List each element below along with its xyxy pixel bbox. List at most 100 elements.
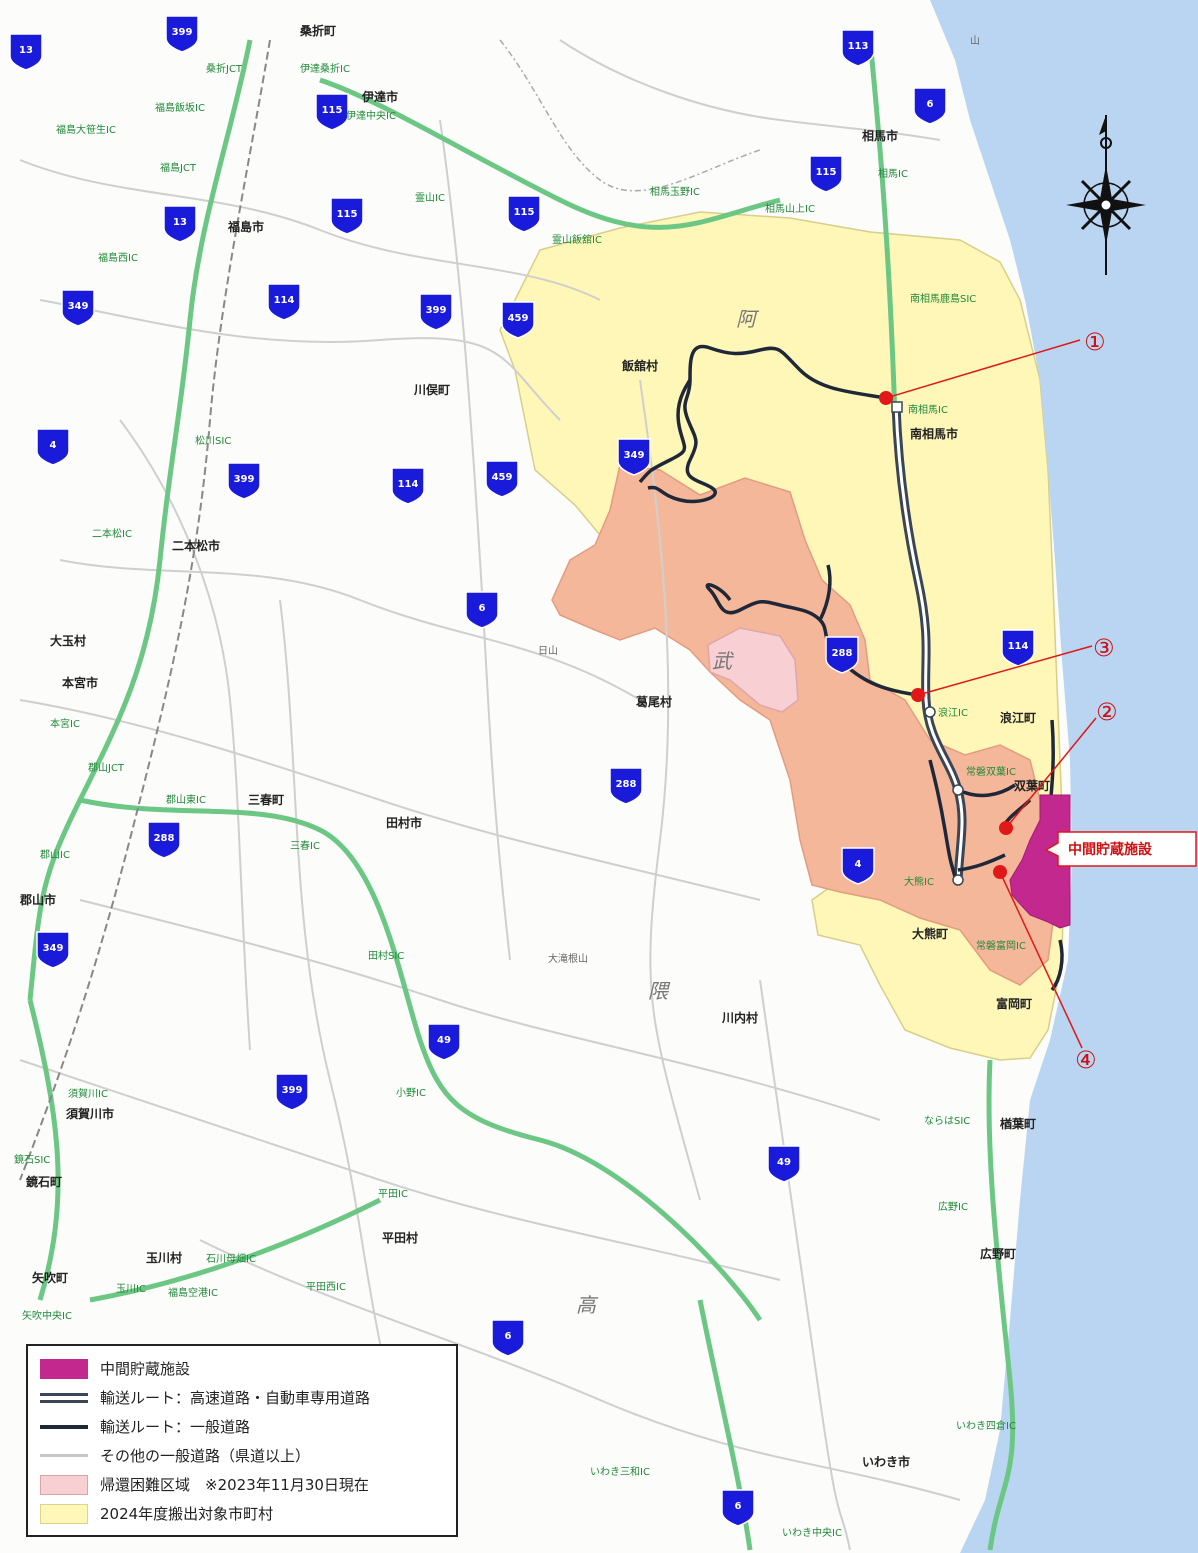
ic-okuma: 大熊IC: [904, 875, 934, 888]
interchange-markers: [891, 401, 964, 886]
label-soma: 相馬市: [862, 128, 898, 143]
label-hirono: 広野町: [980, 1246, 1016, 1261]
ic-koori-jct: 桑折JCT: [206, 62, 243, 75]
route-shield-349: 349: [36, 931, 70, 969]
highway-route-inner: [894, 404, 964, 883]
ic-soma: 相馬IC: [878, 167, 908, 180]
route-shield-number: 114: [1008, 641, 1029, 652]
railway: [19, 39, 271, 1181]
marker-1-label: ①: [1084, 328, 1106, 356]
route-shield-399: 399: [275, 1073, 309, 1111]
ic-matsukawa: 松川SIC: [195, 434, 231, 447]
ic-labels: 桑折JCT 伊達桑折IC 伊達中央IC 福島飯坂IC 福島大笹生IC 福島JCT…: [14, 62, 1026, 1539]
ic-tamura: 田村SIC: [368, 949, 404, 962]
route-shield-number: 399: [172, 27, 193, 38]
sea: [930, 0, 1198, 1553]
route-shield-6: 6: [491, 1319, 525, 1357]
label-miharu: 三春町: [248, 792, 284, 807]
ic-fukushima-kuko: 福島空港IC: [168, 1286, 218, 1299]
route-shield-115: 115: [315, 93, 349, 131]
route-shield-number: 399: [426, 305, 447, 316]
label-nihonmatsu: 二本松市: [172, 538, 220, 553]
route-shield-6: 6: [913, 87, 947, 125]
legend-row-general: 輸送ルート：一般道路: [40, 1412, 444, 1441]
marker-2-label: ②: [1096, 698, 1118, 726]
route-shield-49: 49: [427, 1023, 461, 1061]
label-namie: 浪江町: [1000, 710, 1036, 725]
label-iitate: 飯舘村: [621, 358, 658, 373]
route-shield-number: 349: [624, 450, 645, 461]
label-abukuma-4: 高: [576, 1293, 599, 1317]
difficult-zone: [707, 627, 799, 713]
label-fukushima: 福島市: [227, 219, 264, 234]
ic-hirata-nishi: 平田西IC: [306, 1282, 346, 1293]
route-shield-number: 115: [514, 207, 535, 218]
ic-hirono: 広野IC: [938, 1200, 968, 1213]
salmon-zone: [551, 464, 1057, 986]
ic-iwaki-miwa: いわき三和IC: [590, 1466, 650, 1478]
legend-row-highway: 輸送ルート：高速道路・自動車専用道路: [40, 1383, 444, 1412]
route-shield-288: 288: [609, 767, 643, 805]
label-tamura: 田村市: [386, 815, 422, 830]
route-shield-number: 6: [505, 1331, 512, 1342]
route-shield-number: 115: [322, 105, 343, 116]
label-abukuma-3: 隈: [648, 979, 671, 1003]
ic-hirata: 平田IC: [378, 1189, 408, 1200]
interim-storage-facility: [1009, 794, 1071, 929]
ic-soma-yamakami: 相馬山上IC: [765, 202, 815, 215]
route-shield-49: 49: [767, 1145, 801, 1183]
facility-callout: [1044, 831, 1197, 867]
ic-fukushima-jct: 福島JCT: [160, 161, 197, 174]
route-shield-349: 349: [61, 289, 95, 327]
marker-3-dot: [911, 688, 925, 702]
ic-ryozen: 霊山IC: [415, 192, 445, 204]
route-shield-115: 115: [809, 155, 843, 193]
marker-2-dot: [999, 821, 1013, 835]
route-shield-399: 399: [419, 293, 453, 331]
marker-4-dot: [993, 865, 1007, 879]
label-motomiya: 本宮市: [62, 675, 98, 690]
route-shield-288: 288: [147, 821, 181, 859]
route-shield-114: 114: [1001, 629, 1035, 667]
legend-swatch-highway: [40, 1392, 88, 1403]
route-shield-number: 399: [234, 474, 255, 485]
route-shield-113: 113: [841, 29, 875, 67]
ic-iwaki-chuo: いわき中央IC: [782, 1526, 842, 1539]
legend-swatch-other: [40, 1454, 88, 1457]
route-shield-399: 399: [165, 15, 199, 53]
ic-iwaki-yotsukura: いわき四倉IC: [956, 1419, 1016, 1432]
route-shield-13: 13: [9, 33, 43, 71]
label-otama: 大玉村: [50, 633, 86, 648]
ic-fukushima-nishi: 福島西IC: [98, 251, 138, 264]
route-shield-number: 459: [508, 313, 529, 324]
route-shield-number: 13: [19, 45, 33, 56]
prefecture-border: [499, 39, 761, 192]
marker-1-dot: [879, 391, 893, 405]
route-markers: ① ③ ② ④ 中間貯蔵施設: [879, 328, 1197, 1074]
legend-row-target: 2024年度搬出対象市町村: [40, 1499, 444, 1528]
expressways: [27, 39, 1016, 1551]
legend-row-facility: 中間貯蔵施設: [40, 1354, 444, 1383]
label-minamisoma: 南相馬市: [910, 426, 958, 441]
ic-koriyama: 郡山IC: [40, 849, 70, 861]
route-shield-number: 115: [337, 209, 358, 220]
route-shield-459: 459: [501, 301, 535, 339]
ic-soma-tamano: 相馬玉野IC: [650, 185, 700, 198]
route-shield-number: 49: [437, 1035, 451, 1046]
route-shield-114: 114: [267, 283, 301, 321]
label-iwaki: いわき市: [862, 1454, 910, 1469]
label-kunimi: 桑折町: [300, 23, 336, 38]
legend-label-facility: 中間貯蔵施設: [100, 1360, 191, 1378]
sea-mark: 山: [970, 35, 980, 47]
natural-labels: 阿 武 隈 高 大滝根山 日山: [538, 307, 760, 1317]
marker-4-label: ④: [1075, 1046, 1097, 1074]
route-shield-number: 4: [855, 859, 862, 870]
label-yabuki: 矢吹町: [32, 1270, 68, 1285]
label-hiyama: 日山: [538, 645, 558, 657]
ic-sukagawa: 須賀川IC: [68, 1088, 108, 1100]
ic-date-chuo: 伊達中央IC: [346, 109, 396, 122]
route-shield-number: 114: [274, 295, 295, 306]
legend-label-target: 2024年度搬出対象市町村: [100, 1505, 274, 1523]
ic-ono: 小野IC: [396, 1087, 426, 1099]
route-shield-number: 113: [848, 41, 869, 52]
